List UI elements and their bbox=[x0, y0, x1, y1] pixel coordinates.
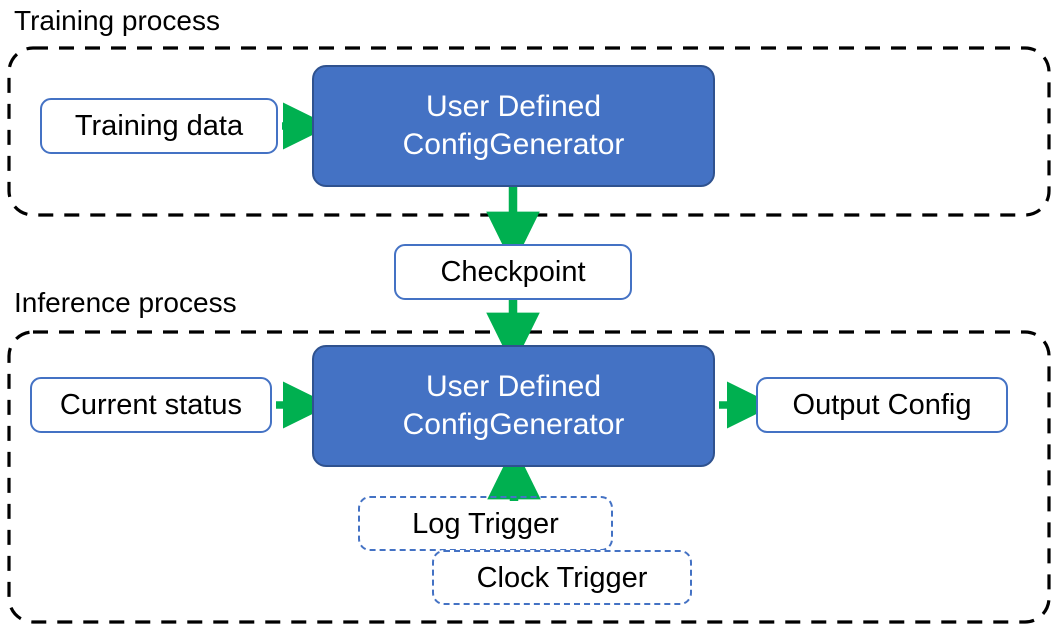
node-current-status-label: Current status bbox=[59, 389, 243, 421]
node-training-data-label: Training data bbox=[74, 110, 244, 142]
node-train-config-generator[interactable]: User Defined ConfigGenerator bbox=[312, 65, 715, 187]
node-inference-config-generator-label: User Defined ConfigGenerator bbox=[402, 370, 625, 441]
section-caption-inference-process: Inference process bbox=[14, 287, 237, 318]
node-output-config[interactable]: Output Config bbox=[756, 377, 1008, 433]
node-log-trigger[interactable]: Log Trigger bbox=[358, 496, 613, 551]
node-training-data[interactable]: Training data bbox=[40, 98, 278, 154]
node-checkpoint-label: Checkpoint bbox=[440, 256, 586, 288]
container-training-process bbox=[7, 46, 1051, 217]
node-clock-trigger-label: Clock Trigger bbox=[476, 561, 648, 594]
node-log-trigger-label: Log Trigger bbox=[412, 507, 559, 540]
node-checkpoint[interactable]: Checkpoint bbox=[394, 244, 632, 300]
node-inference-config-generator[interactable]: User Defined ConfigGenerator bbox=[312, 345, 715, 467]
node-train-config-generator-label: User Defined ConfigGenerator bbox=[402, 90, 625, 161]
section-caption-training-process: Training process bbox=[14, 5, 220, 36]
node-output-config-label: Output Config bbox=[792, 389, 972, 421]
node-clock-trigger[interactable]: Clock Trigger bbox=[432, 550, 692, 605]
node-current-status[interactable]: Current status bbox=[30, 377, 272, 433]
